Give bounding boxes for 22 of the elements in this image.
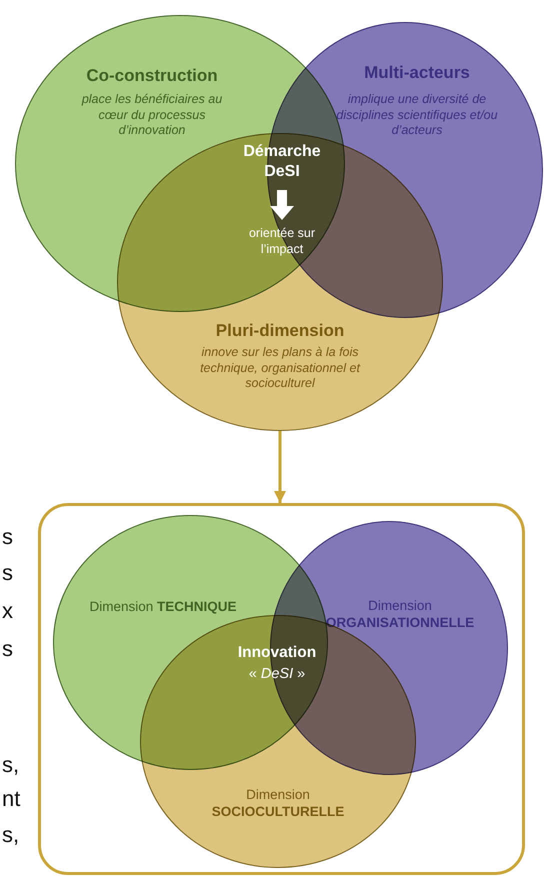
circle-title: Démarche DeSI xyxy=(242,142,322,182)
circle-description: implique une diversité de disciplines scientifiques et/ou d’acteurs xyxy=(335,92,499,139)
circle-title: Dimension SOCIOCULTURELLE xyxy=(210,787,346,821)
text-fragment: s xyxy=(2,524,13,550)
text-fragment: s xyxy=(2,560,13,586)
circle-title: Dimension ORGANISATIONNELLE xyxy=(324,598,476,632)
arrow xyxy=(274,431,286,503)
text-fragment: s, xyxy=(2,822,20,848)
text-fragment: s, xyxy=(2,752,20,778)
circle-description: place les bénéficiaires au cœur du processus d’innovation xyxy=(80,92,224,139)
rounded-frame xyxy=(38,503,525,875)
text-fragment: s xyxy=(2,636,13,662)
text-fragment: x xyxy=(2,598,13,624)
circle-title: Co-construction xyxy=(85,65,219,86)
circle-title: Dimension TECHNIQUE xyxy=(88,599,238,616)
circle-description: innove sur les plans à la fois technique, organisationnel et socioculturel xyxy=(199,345,362,392)
circle-title: Pluri-dimension xyxy=(214,320,346,342)
circle-title: Innovation xyxy=(236,643,318,662)
venn-circle xyxy=(117,133,443,431)
circle-description: « DeSI » xyxy=(248,665,306,684)
text-fragment: nt xyxy=(2,786,20,812)
circle-title: Multi-acteurs xyxy=(363,62,471,84)
